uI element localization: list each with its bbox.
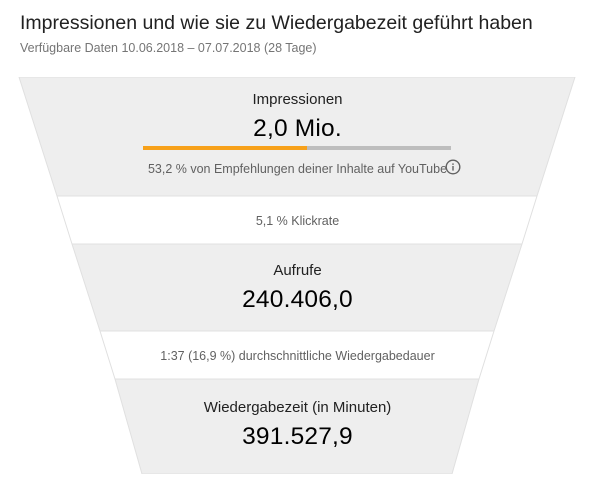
funnel-stage-views: Aufrufe 240.406,0 bbox=[0, 244, 595, 331]
date-range-subtitle: Verfügbare Daten 10.06.2018 – 07.07.2018… bbox=[20, 41, 317, 55]
impressions-value: 2,0 Mio. bbox=[253, 115, 342, 142]
funnel-stage-watch-time-shape bbox=[114, 379, 480, 474]
funnel-stage-impressions-shape bbox=[18, 77, 576, 196]
funnel-rate-ctr-shape bbox=[56, 196, 538, 244]
funnel-rate-avg-duration: 1:37 (16,9 %) durchschnittliche Wiederga… bbox=[0, 331, 595, 379]
recommendation-share-fill bbox=[143, 146, 307, 150]
recommendation-share-note: 53,2 % von Empfehlungen deiner Inhalte a… bbox=[147, 162, 448, 176]
info-circle-icon[interactable] bbox=[445, 159, 461, 175]
watch-time-value: 391.527,9 bbox=[242, 423, 353, 450]
funnel-stage-views-shape bbox=[71, 244, 523, 331]
funnel-stage-impressions: Impressionen 2,0 Mio. 53,2 % von Empfehl… bbox=[0, 77, 595, 196]
watch-time-label: Wiedergabezeit (in Minuten) bbox=[203, 399, 392, 416]
card-header: Impressionen und wie sie zu Wiedergabeze… bbox=[20, 10, 585, 55]
recommendation-share-bar bbox=[143, 146, 451, 150]
impressions-label: Impressionen bbox=[252, 91, 343, 108]
views-label: Aufrufe bbox=[273, 262, 322, 279]
ctr-text: 5,1 % Klickrate bbox=[255, 214, 340, 228]
card-title: Impressionen und wie sie zu Wiedergabeze… bbox=[20, 12, 533, 34]
funnel-rate-avg-duration-shape bbox=[99, 331, 495, 379]
avg-duration-text: 1:37 (16,9 %) durchschnittliche Wiederga… bbox=[160, 349, 435, 363]
views-value: 240.406,0 bbox=[242, 286, 353, 313]
funnel-stage-watch-time: Wiedergabezeit (in Minuten) 391.527,9 bbox=[0, 379, 595, 474]
funnel-rate-ctr: 5,1 % Klickrate bbox=[0, 196, 595, 244]
